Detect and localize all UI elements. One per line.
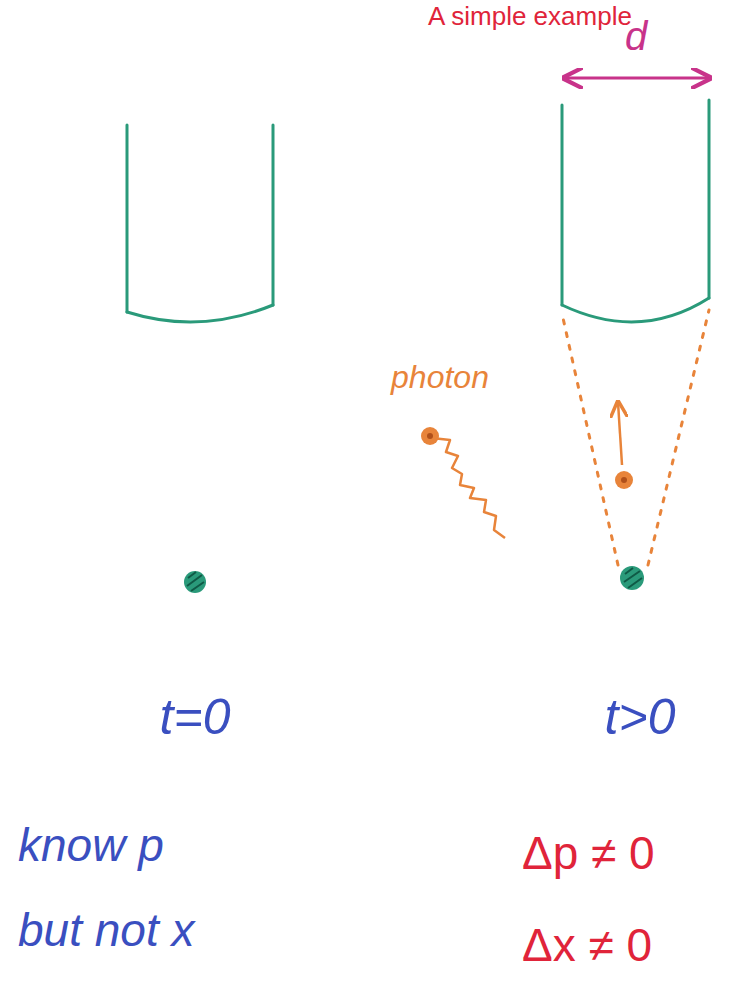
time-label: t>0 <box>605 690 676 745</box>
note: but not x <box>18 905 194 956</box>
title: A simple example <box>428 2 632 31</box>
photon <box>421 427 505 538</box>
uncertainty: Δp ≠ 0 <box>522 828 655 879</box>
uncertainty: Δx ≠ 0 <box>522 920 652 971</box>
microscope <box>127 125 273 322</box>
dimension-label: d <box>625 14 647 58</box>
particle <box>620 566 644 590</box>
microscope <box>562 100 709 322</box>
particle <box>184 571 206 593</box>
photon-label: photon <box>391 360 489 395</box>
note: know p <box>18 820 164 871</box>
time-label: t=0 <box>160 690 231 745</box>
dimension-arrow <box>564 77 710 80</box>
light-cone <box>563 310 709 565</box>
photon <box>615 402 633 489</box>
